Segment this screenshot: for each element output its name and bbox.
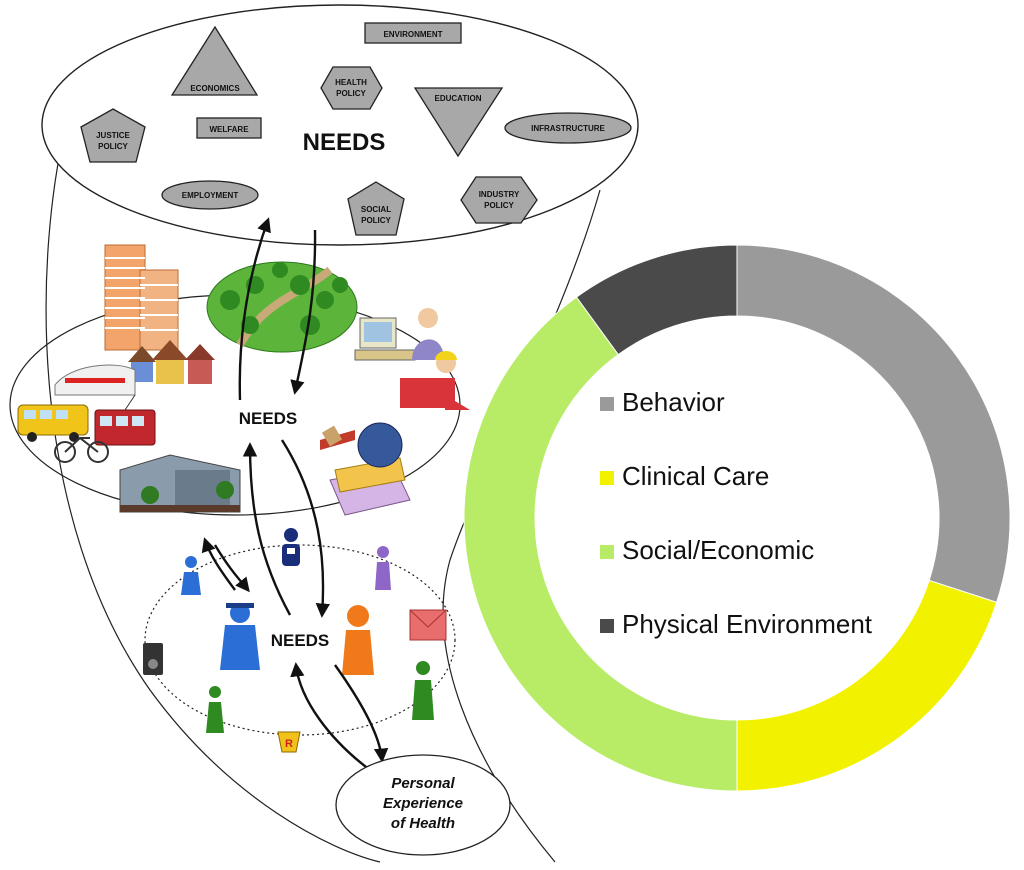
construction-worker-icon: [400, 351, 470, 410]
train-icon: [54, 364, 136, 396]
donut-slice-physical-environment: [575, 244, 738, 356]
education-label: EDUCATION: [435, 94, 482, 103]
justice-policy-label: JUSTICE: [96, 131, 130, 140]
legend-label: Physical Environment: [622, 609, 873, 639]
legend-swatch: [600, 397, 614, 411]
industry-policy-hexagon: INDUSTRY POLICY: [460, 176, 538, 224]
welfare-box: WELFARE: [196, 117, 262, 139]
education-triangle: EDUCATION: [413, 87, 504, 158]
office-building-icon: [104, 244, 179, 351]
books-globe-icon: [320, 422, 411, 516]
legend-swatch: [600, 619, 614, 633]
donut-slice-social-economic: [463, 296, 738, 792]
economics-triangle: ECONOMICS: [170, 25, 259, 96]
ipod-icon: [143, 643, 163, 675]
health-policy-label: HEALTH: [335, 78, 367, 87]
environment-box: ENVIRONMENT: [364, 22, 462, 44]
employment-label: EMPLOYMENT: [182, 191, 239, 200]
svg-text:R: R: [285, 738, 293, 750]
employment-ellipse: EMPLOYMENT: [161, 180, 259, 210]
person-businessman-icon: [220, 603, 260, 670]
person-green-left-icon: [206, 686, 224, 733]
modern-building-icon: [119, 454, 241, 513]
industry-policy-label: INDUSTRY: [479, 190, 520, 199]
mail-icon: [409, 609, 447, 641]
flow-arrows: [201, 217, 389, 771]
trolley-icon: [94, 394, 156, 446]
donut-slice-behavior: [736, 244, 1011, 603]
middle-needs-label: NEEDS: [239, 409, 298, 428]
health-policy-hexagon: HEALTH POLICY: [320, 66, 383, 110]
community-ellipse: NEEDS: [9, 244, 470, 516]
personal-experience-line2: Experience: [383, 795, 463, 812]
legend-swatch: [600, 471, 614, 485]
person-navy-icon: [282, 528, 300, 566]
office-worker-icon: [354, 308, 444, 361]
donut-chart: [463, 244, 1011, 792]
bottom-needs-label: NEEDS: [271, 631, 330, 650]
person-blue-icon: [181, 556, 201, 595]
economics-label: ECONOMICS: [190, 84, 240, 93]
legend-swatch: [600, 545, 614, 559]
social-policy-label-2: POLICY: [361, 216, 391, 225]
social-policy-pentagon: SOCIAL POLICY: [347, 181, 405, 236]
legend-label: Clinical Care: [622, 461, 769, 491]
welfare-label: WELFARE: [209, 125, 249, 134]
environment-label: ENVIRONMENT: [383, 30, 442, 39]
park-icon: [206, 261, 358, 353]
personal-experience-line1: Personal: [391, 775, 455, 792]
justice-policy-label-2: POLICY: [98, 142, 128, 151]
personal-network: R NEEDS: [143, 528, 456, 753]
top-needs-label: NEEDS: [303, 129, 386, 156]
person-purple-icon: [375, 546, 391, 590]
bicycle-icon: [54, 436, 109, 463]
houses-icon: [128, 340, 215, 384]
health-policy-label-2: POLICY: [336, 89, 366, 98]
personal-experience-bubble: Personal Experience of Health: [335, 754, 511, 856]
industry-policy-label-2: POLICY: [484, 201, 514, 210]
person-green-right-icon: [412, 661, 434, 720]
top-needs-ellipse: NEEDS ENVIRONMENT ECONOMICS HEALTH POLIC…: [41, 4, 639, 246]
infrastructure-ellipse: INFRASTRUCTURE: [504, 112, 632, 144]
pharmacy-icon: R: [277, 731, 301, 753]
legend-label: Behavior: [622, 387, 725, 417]
legend-label: Social/Economic: [622, 535, 814, 565]
personal-experience-line3: of Health: [391, 815, 455, 832]
infrastructure-label: INFRASTRUCTURE: [531, 124, 605, 133]
justice-policy-pentagon: JUSTICE POLICY: [80, 108, 146, 163]
person-orange-icon: [342, 605, 374, 675]
social-policy-label: SOCIAL: [361, 205, 391, 214]
school-bus-icon: [17, 404, 89, 442]
